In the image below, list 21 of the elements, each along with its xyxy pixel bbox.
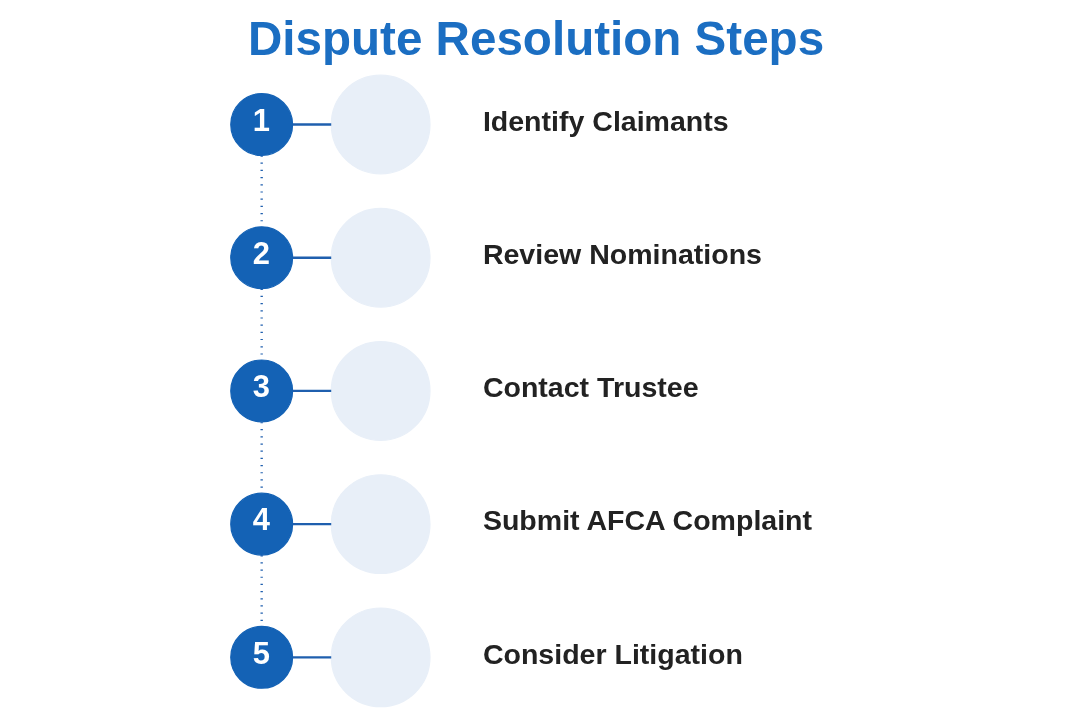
node-circle <box>330 207 431 308</box>
connector <box>292 656 332 659</box>
connector <box>292 256 332 259</box>
node-label: Review Nominations <box>482 237 762 270</box>
diagram-title: Dispute Resolution Steps <box>248 11 825 65</box>
node-circle <box>330 474 431 575</box>
connector <box>292 389 332 393</box>
node-circle: 5 <box>230 625 294 689</box>
node-label: Submit AFCA Complaint <box>482 504 813 537</box>
node-circle <box>330 607 431 708</box>
connector <box>292 522 332 526</box>
node-circle: 4 <box>230 492 294 556</box>
node-circle <box>330 74 431 175</box>
node-label: Consider Litigation <box>482 637 743 670</box>
node-label: Identify Claimants <box>482 104 729 137</box>
node-label: Contact Trustee <box>482 371 699 404</box>
node-circle: 2 <box>230 226 294 290</box>
connector <box>292 123 332 126</box>
node-circle: 3 <box>230 359 294 423</box>
node-circle <box>330 340 431 441</box>
node-circle: 1 <box>230 93 294 156</box>
